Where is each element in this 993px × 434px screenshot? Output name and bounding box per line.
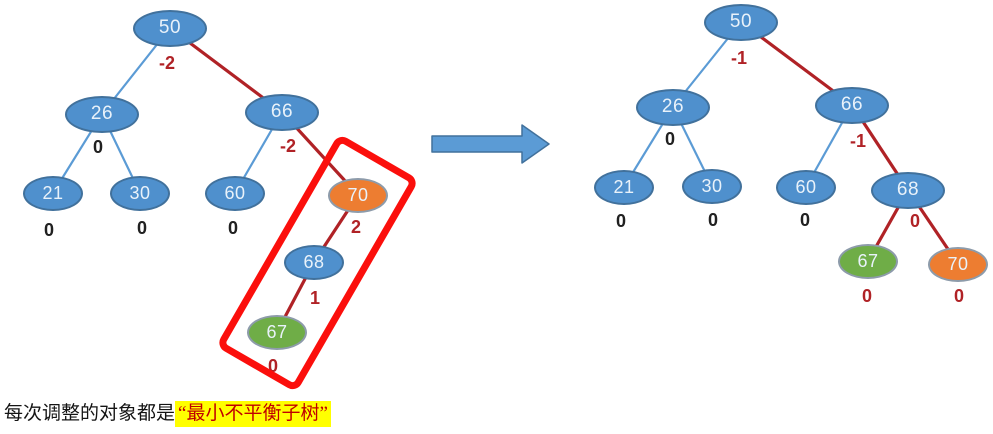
node-after-50: 50 (704, 3, 778, 41)
balance-factor-after-70: 0 (953, 286, 965, 306)
node-before-50: 50 (133, 9, 207, 47)
node-before-26: 26 (65, 95, 139, 133)
balance-factor-before-50: -2 (158, 53, 176, 73)
balance-factor-after-30: 0 (707, 210, 719, 230)
node-after-67: 67 (838, 243, 898, 279)
balance-factor-after-67: 0 (861, 286, 873, 306)
caption: 每次调整的对象都是“最小不平衡子树” (4, 400, 331, 428)
balance-factor-after-66: -1 (849, 131, 867, 151)
right-arrow-icon (431, 124, 550, 164)
balance-factor-before-60: 0 (227, 218, 239, 238)
balance-factor-before-30: 0 (136, 218, 148, 238)
node-before-30: 30 (110, 175, 170, 211)
balance-factor-after-26: 0 (664, 129, 676, 149)
node-before-70: 70 (328, 177, 388, 213)
balance-factor-before-66: -2 (279, 136, 297, 156)
node-before-67: 67 (247, 314, 307, 350)
balance-factor-after-60: 0 (799, 210, 811, 230)
node-after-26: 26 (636, 88, 710, 126)
node-before-21: 21 (23, 175, 83, 211)
node-after-70: 70 (928, 246, 988, 282)
balance-factor-after-68: 0 (909, 211, 921, 231)
caption-prefix: 每次调整的对象都是 (4, 403, 176, 424)
caption-highlighted-phrase: “最小不平衡子树” (175, 401, 331, 427)
balance-factor-before-68: 1 (309, 288, 321, 308)
node-after-60: 60 (776, 169, 836, 205)
node-after-30: 30 (682, 168, 742, 204)
balance-factor-before-70: 2 (350, 217, 362, 237)
node-before-68: 68 (284, 244, 344, 280)
node-before-60: 60 (205, 175, 265, 211)
balance-factor-after-50: -1 (730, 48, 748, 68)
node-after-68: 68 (871, 171, 945, 209)
node-after-66: 66 (815, 86, 889, 124)
balance-factor-after-21: 0 (615, 211, 627, 231)
balance-factor-before-26: 0 (92, 137, 104, 157)
node-after-21: 21 (594, 169, 654, 205)
node-before-66: 66 (245, 93, 319, 131)
balance-factor-before-67: 0 (267, 356, 279, 376)
balance-factor-before-21: 0 (43, 220, 55, 240)
